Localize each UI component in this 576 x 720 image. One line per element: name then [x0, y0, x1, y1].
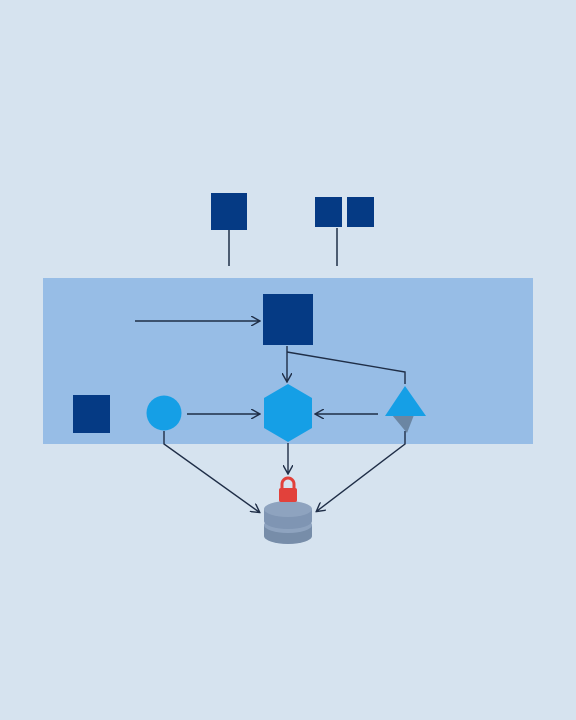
lock-body: [279, 488, 297, 502]
triangle-node: [385, 386, 426, 416]
center-square: [263, 294, 313, 345]
circle-node: [146, 395, 182, 431]
database-lid: [264, 501, 312, 517]
lock-shackle: [280, 476, 296, 489]
top-square-pair-left: [315, 197, 342, 227]
top-square-left: [211, 193, 247, 230]
left-square: [73, 395, 110, 433]
locked-database-icon: [264, 476, 312, 544]
triangle-shadow: [392, 415, 414, 433]
top-square-pair-right: [347, 197, 374, 227]
arrow-circle-to-database: [163, 431, 259, 512]
arrow-triangle-to-database: [317, 431, 406, 511]
hexagon-node: [264, 384, 312, 442]
connector-square-to-triangle: [286, 351, 406, 384]
